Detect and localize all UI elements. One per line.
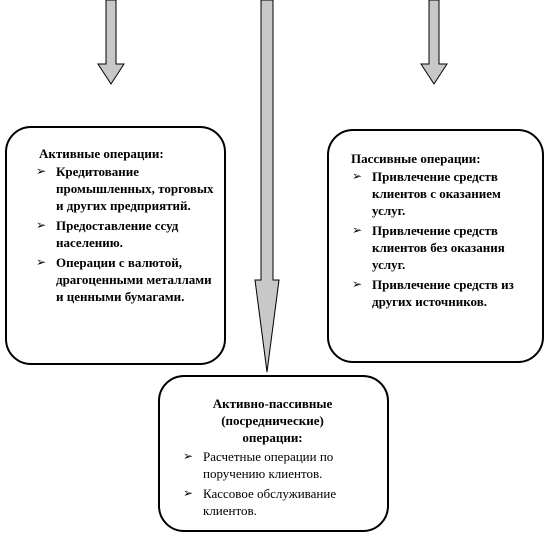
list-item: ➢ Операции с валютой, драгоценными метал… [33,254,214,305]
active-operations-title: Активные операции: [39,146,164,161]
mixed-item-text: Кассовое обслуживание клиентов. [203,486,337,518]
passive-item-text: Привлечение средств из других источников… [372,277,514,309]
passive-item-text: Привлечение средств клиентов без оказани… [372,223,505,272]
arrow-bullet-icon: ➢ [352,223,363,237]
active-operations-box: Активные операции: ➢ Кредитование промыш… [5,126,226,365]
arrow-bullet-icon: ➢ [352,277,363,291]
list-item: ➢ Предоставление ссуд населению. [33,217,214,251]
mixed-title-line: Активно-пассивные [212,396,333,411]
mixed-operations-list: ➢ Расчетные операции по поручению клиент… [180,448,375,519]
list-item: ➢ Привлечение средств клиентов с оказани… [349,168,532,219]
list-item: ➢ Привлечение средств клиентов без оказа… [349,222,532,273]
active-operations-list: ➢ Кредитование промышленных, торговых и … [33,163,214,305]
mixed-operations-box: Активно-пассивные (посреднические) опера… [158,375,389,532]
list-item: ➢ Привлечение средств из других источник… [349,276,532,310]
center-arrow-icon [254,0,280,373]
mixed-operations-title: Активно-пассивные (посреднические) опера… [180,395,375,446]
arrow-bullet-icon: ➢ [183,449,194,463]
arrow-layer [97,0,448,373]
arrow-bullet-icon: ➢ [36,255,47,269]
passive-operations-list: ➢ Привлечение средств клиентов с оказани… [349,168,532,310]
list-item: ➢ Кассовое обслуживание клиентов. [180,485,375,519]
active-item-text: Операции с валютой, драгоценными металла… [56,255,212,304]
list-item: ➢ Расчетные операции по поручению клиент… [180,448,375,482]
right-arrow-icon [420,0,448,85]
active-item-text: Предоставление ссуд населению. [56,218,179,250]
arrow-bullet-icon: ➢ [36,164,47,178]
passive-item-text: Привлечение средств клиентов с оказанием… [372,169,501,218]
arrow-bullet-icon: ➢ [183,486,194,500]
mixed-item-text: Расчетные операции по поручению клиентов… [203,449,334,481]
passive-operations-box: Пассивные операции: ➢ Привлечение средст… [327,129,544,363]
mixed-title-line: (посреднические) [221,413,324,428]
passive-operations-title: Пассивные операции: [351,151,481,166]
left-arrow-icon [97,0,125,85]
active-item-text: Кредитование промышленных, торговых и др… [56,164,214,213]
arrow-bullet-icon: ➢ [36,218,47,232]
list-item: ➢ Кредитование промышленных, торговых и … [33,163,214,214]
mixed-title-line: операции: [242,430,303,445]
arrow-bullet-icon: ➢ [352,169,363,183]
